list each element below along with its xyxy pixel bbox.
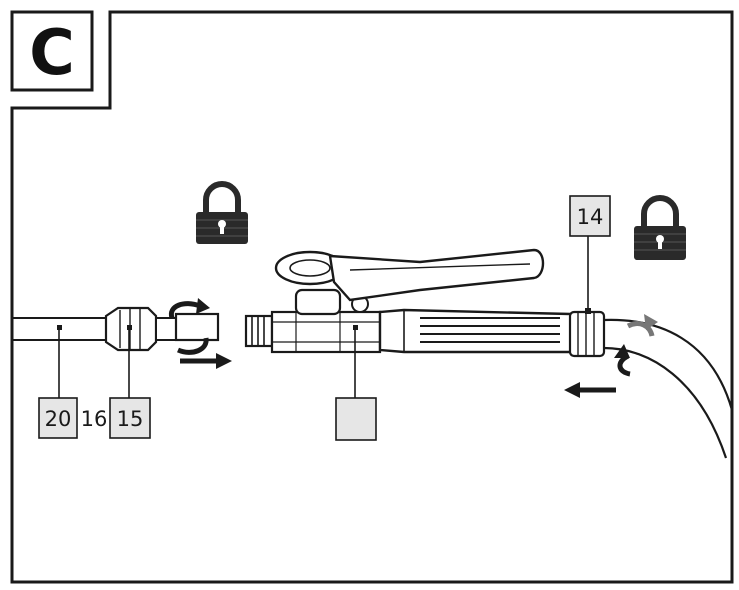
rotate-icon	[614, 314, 658, 377]
arrow-right-icon	[180, 353, 232, 369]
lock-icon	[196, 181, 248, 244]
callout-14-text: 14	[577, 205, 604, 229]
arrow-left-icon	[564, 382, 616, 398]
callout-20-text: 20	[45, 407, 72, 431]
extension-tube	[12, 317, 108, 341]
rotate-icon	[168, 298, 210, 355]
panel-letter: C	[29, 16, 75, 89]
leader-14	[585, 236, 591, 314]
callout-16-text: 16	[81, 407, 108, 431]
callout-15-text: 15	[117, 407, 144, 431]
hose-nut	[568, 310, 606, 358]
callout-20: 20	[38, 397, 78, 439]
callout-15: 15	[109, 397, 151, 439]
leader-15	[127, 325, 132, 398]
panel-letter-box: C	[10, 10, 94, 92]
spray-handle	[244, 248, 580, 354]
panel-frame	[10, 10, 734, 584]
leader-blank	[353, 325, 358, 398]
callout-14: 14	[569, 195, 611, 237]
coupling-nut	[104, 306, 220, 352]
lock-icon	[634, 195, 686, 260]
hose	[603, 318, 734, 459]
leader-20	[57, 325, 62, 398]
callout-blank	[335, 397, 377, 441]
